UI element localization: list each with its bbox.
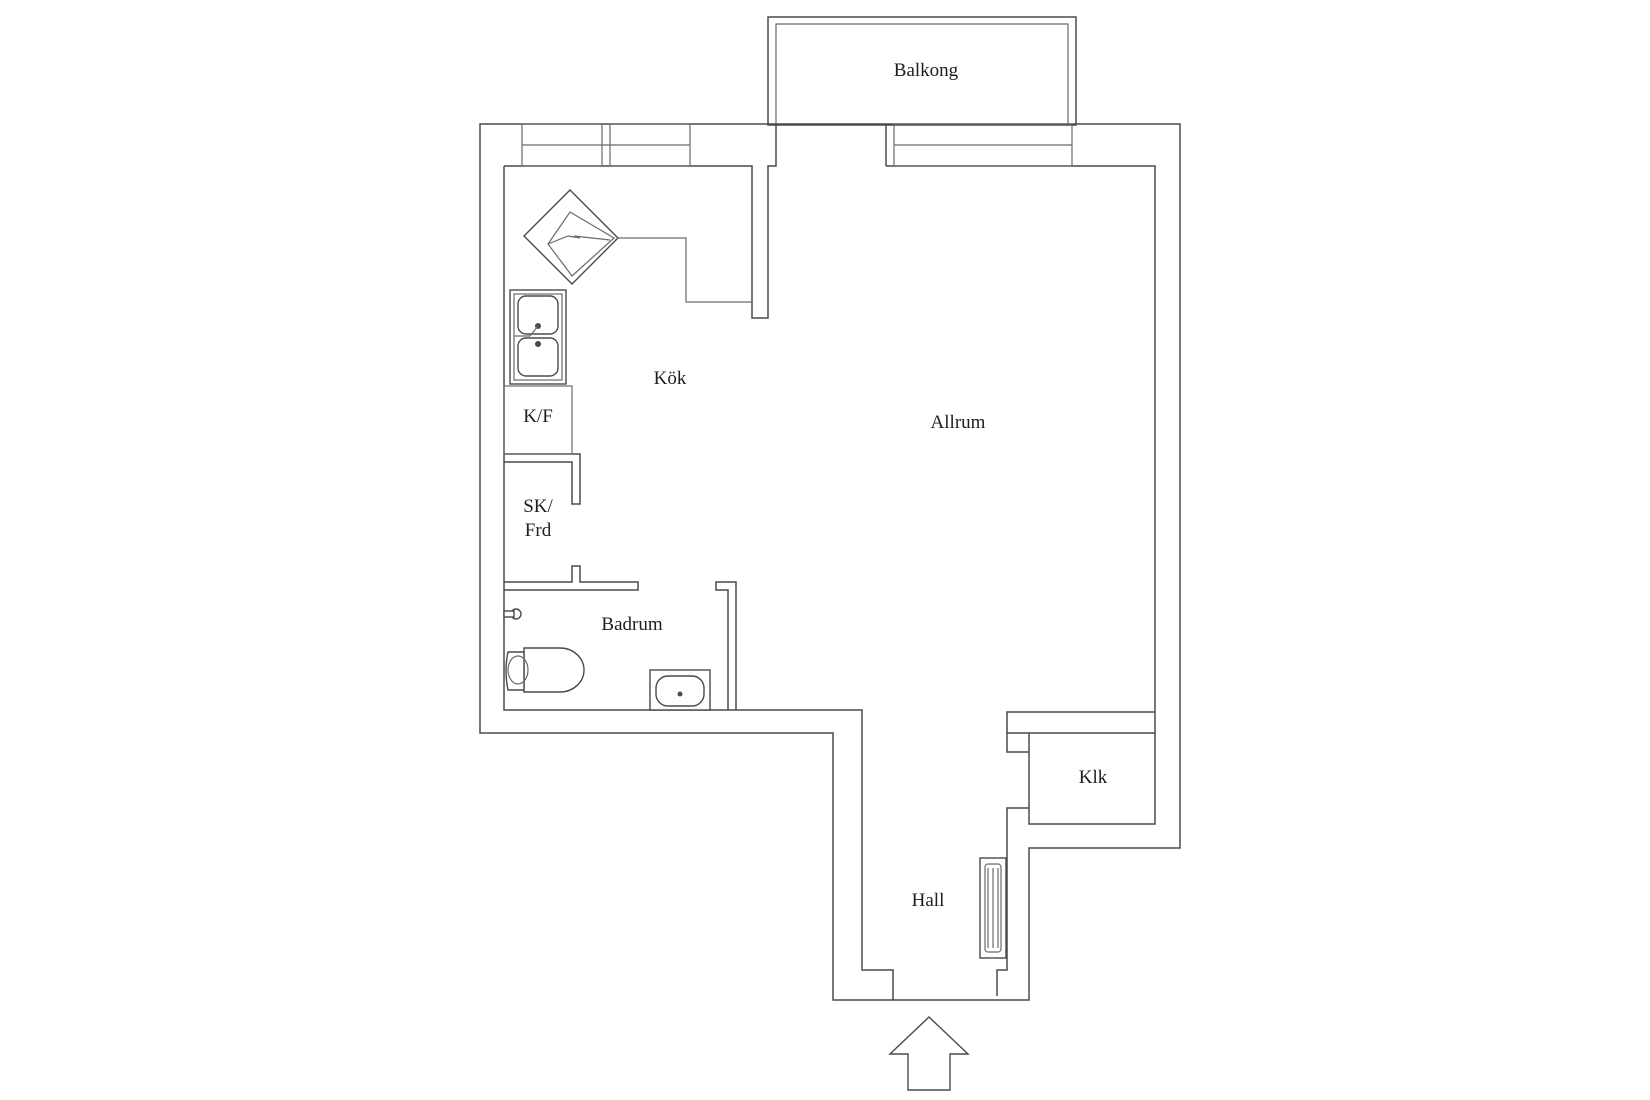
label-kf: K/F <box>523 406 553 427</box>
radiator-icon <box>979 857 1007 959</box>
fridge-freezer <box>503 385 573 455</box>
label-balkong: Balkong <box>894 60 959 81</box>
label-allrum: Allrum <box>931 412 986 433</box>
label-frd: Frd <box>525 520 552 541</box>
label-badrum: Badrum <box>601 614 662 635</box>
balcony <box>767 16 1077 126</box>
entrance-arrow-icon <box>888 1016 970 1091</box>
label-klk: Klk <box>1079 767 1108 788</box>
label-sk: SK/ <box>523 496 553 517</box>
label-hall: Hall <box>912 890 945 911</box>
stove-icon <box>523 189 752 303</box>
washbasin-icon <box>649 669 711 711</box>
window-top-right <box>893 123 1073 167</box>
inner-wall-allrum <box>885 124 1156 996</box>
label-kok: Kök <box>654 368 687 389</box>
bath-tap-icon <box>503 608 522 620</box>
inner-wall-kitchen <box>503 124 894 1000</box>
kitchen-sink-icon <box>509 289 567 385</box>
window-top-left <box>521 123 691 167</box>
outer-wall <box>479 123 1181 1001</box>
toilet-icon <box>505 647 585 693</box>
